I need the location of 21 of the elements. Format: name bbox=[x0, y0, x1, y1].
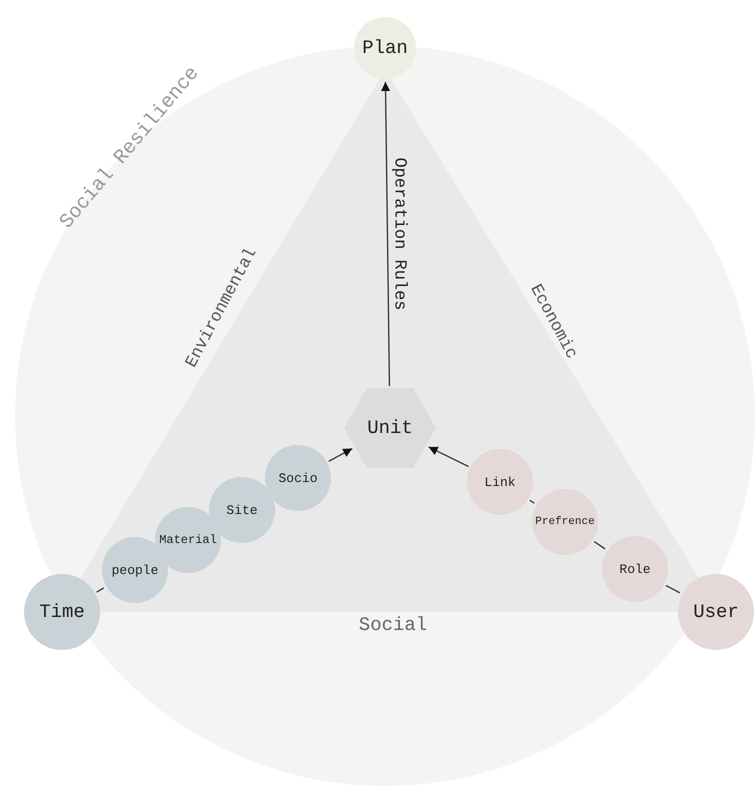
arrow bbox=[428, 446, 469, 468]
connector-line bbox=[594, 540, 606, 550]
node-label: people bbox=[112, 562, 158, 578]
edge-label: Operation Rules bbox=[390, 157, 409, 311]
node-label: Link bbox=[484, 474, 516, 490]
connector-line bbox=[529, 500, 535, 504]
node-label: Material bbox=[159, 533, 217, 547]
node-label: Time bbox=[39, 601, 85, 623]
node-label: User bbox=[693, 601, 739, 623]
node-label: Prefrence bbox=[535, 516, 595, 528]
hexagon-node bbox=[344, 388, 436, 468]
connector-line bbox=[666, 584, 680, 594]
arrow bbox=[381, 82, 390, 386]
node-label: Role bbox=[619, 562, 651, 576]
node-label: Unit bbox=[367, 417, 413, 439]
node-label: Site bbox=[226, 502, 258, 518]
node-label: Socio bbox=[278, 470, 318, 486]
region-label: Social bbox=[358, 614, 428, 636]
node-label: Plan bbox=[362, 37, 408, 59]
arrow bbox=[328, 448, 353, 462]
connector-line bbox=[96, 587, 104, 593]
